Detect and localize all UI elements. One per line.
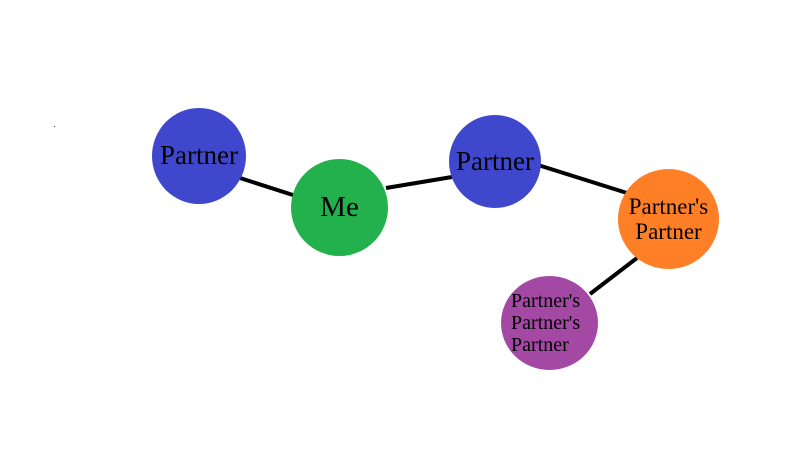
- node-partners-partners-partner: Partner's Partner's Partner: [501, 276, 598, 370]
- stray-dot: [54, 126, 55, 127]
- edge-partners-partner-ppp: [588, 256, 639, 296]
- node-partner-left: Partner: [152, 108, 246, 204]
- edge-partner-left-me: [239, 176, 297, 198]
- node-partners-partner: Partner's Partner: [618, 169, 719, 269]
- node-partner-right: Partner: [449, 115, 541, 208]
- edge-me-partner-right: [385, 175, 453, 190]
- node-me: Me: [291, 159, 388, 256]
- edge-partner-right-partners-partner: [537, 163, 628, 195]
